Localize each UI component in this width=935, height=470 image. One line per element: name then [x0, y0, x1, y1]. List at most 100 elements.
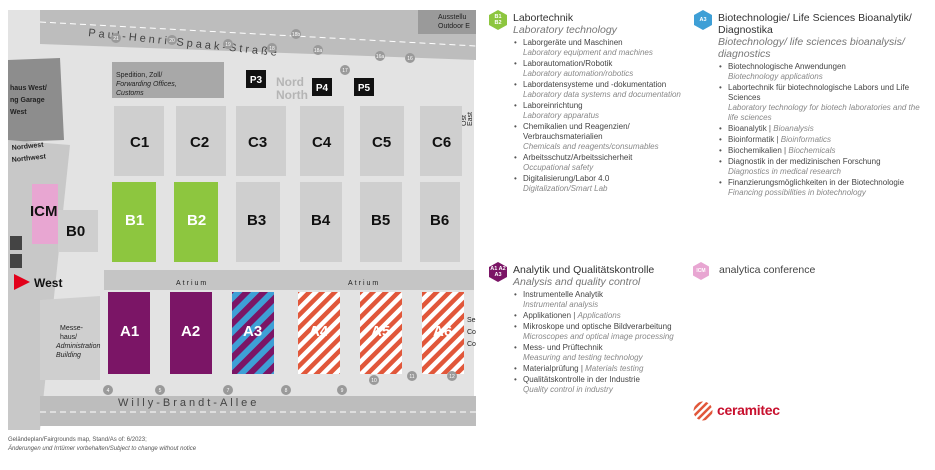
hall-c1-label: C1 — [130, 134, 149, 151]
hall-a4[interactable] — [298, 292, 340, 374]
list-item: Labortechnik für biotechnologische Labor… — [718, 83, 930, 123]
north-road — [40, 10, 476, 60]
hall-b3-label: B3 — [247, 212, 266, 229]
garage-label-2: ng Garage — [10, 97, 45, 104]
ceramitec-logo-text: ceramitec — [717, 402, 780, 418]
hall-b3[interactable] — [236, 182, 280, 262]
west-entrance-arrow — [14, 274, 30, 290]
svg-text:17: 17 — [342, 68, 348, 74]
south-road — [40, 396, 476, 426]
hall-c5-label: C5 — [372, 134, 391, 151]
svg-text:16a: 16a — [376, 54, 385, 60]
bio-title: Biotechnologie/ Life Sciences Bioanalyti… — [718, 12, 912, 36]
side-se-label-1: Se — [467, 317, 476, 324]
hall-a1[interactable] — [108, 292, 150, 374]
icm-building[interactable] — [32, 184, 58, 244]
list-item: Labordatensysteme und -dokumentationLabo… — [513, 80, 689, 100]
svg-text:18: 18 — [269, 46, 275, 52]
hall-c1[interactable] — [114, 106, 164, 176]
hall-c3[interactable] — [236, 106, 286, 176]
bus-icon — [10, 254, 22, 268]
list-item: Mikroskope und optische Bildverarbeitung… — [513, 322, 693, 342]
hall-a6-label: A6 — [433, 323, 452, 340]
hall-b1[interactable] — [112, 182, 156, 262]
footer-line-2: Änderungen und Irrtümer vorbehalten/Subj… — [8, 446, 197, 452]
nordwest-label-2: Northwest — [11, 153, 46, 164]
exhibition-outdoor-building — [418, 10, 476, 34]
hall-c5[interactable] — [360, 106, 404, 176]
svg-text:19: 19 — [225, 42, 231, 48]
svg-text:7: 7 — [227, 388, 230, 394]
ceramitec-logo-icon — [693, 401, 713, 421]
garage-label-1: haus West/ — [10, 85, 47, 92]
legend-ceramitec: ceramitec — [693, 400, 813, 422]
list-item: Chemikalien und Reagenzien/ Verbrauchsma… — [513, 122, 689, 152]
row-a-halls: A1 A2 A3 A4 A5 A6 — [108, 292, 464, 374]
hall-c2[interactable] — [176, 106, 226, 176]
atrium-walkway — [104, 270, 474, 290]
entrance-nord: Nord — [276, 75, 304, 89]
svg-text:4: 4 — [107, 388, 110, 394]
hall-b5-label: B5 — [371, 212, 390, 229]
garage-west — [8, 58, 64, 142]
hall-a2[interactable] — [170, 292, 212, 374]
parking-p3[interactable] — [246, 70, 266, 88]
svg-text:11: 11 — [409, 374, 414, 380]
conference-label: analytica conference — [719, 264, 816, 276]
hall-b5[interactable] — [360, 182, 402, 262]
fairgrounds-map: Paul-Henri-Spaak-Straße Ausstellu Outdoo… — [8, 10, 476, 430]
list-item: Bioanalytik | Bioanalysis — [718, 124, 930, 134]
icm-label: ICM — [30, 203, 58, 220]
svg-text:12: 12 — [449, 374, 455, 380]
outdoor-label-2: Outdoor E — [438, 23, 470, 30]
atrium-label-2: Atrium — [348, 280, 380, 287]
list-item: Arbeitsschutz/ArbeitssicherheitOccupatio… — [513, 153, 689, 173]
hall-a1-label: A1 — [120, 323, 139, 340]
parking-p3-label: P3 — [250, 75, 263, 86]
forwarding-label-2: Forwarding Offices, — [116, 81, 177, 88]
taxi-icon — [10, 236, 22, 250]
analytik-title-en: Analysis and quality control — [513, 276, 641, 288]
list-item: Applikationen | Applications — [513, 311, 693, 321]
hall-c4[interactable] — [300, 106, 344, 176]
list-item: Finanzierungsmöglichkeiten in der Biotec… — [718, 178, 930, 198]
hall-c6[interactable] — [420, 106, 462, 176]
map-footer: Geländeplan/Fairgrounds map, Stand/As of… — [8, 436, 196, 454]
hall-b4[interactable] — [300, 182, 342, 262]
hall-b2-label: B2 — [187, 212, 206, 229]
hall-a5[interactable] — [360, 292, 402, 374]
parking-p4[interactable] — [312, 78, 332, 96]
hall-b6[interactable] — [420, 182, 460, 262]
list-item: Materialprüfung | Materials testing — [513, 364, 693, 374]
svg-text:5: 5 — [159, 388, 162, 394]
svg-text:21: 21 — [113, 36, 119, 42]
messehaus-label-2: haus/ — [60, 334, 77, 341]
messehaus-label-1: Messe- — [60, 325, 84, 332]
hall-b0[interactable] — [58, 210, 98, 252]
svg-text:18a: 18a — [314, 48, 323, 54]
side-east-label-2: East — [467, 112, 474, 126]
forwarding-label-3: Customs — [116, 90, 144, 97]
parking-p5[interactable] — [354, 78, 374, 96]
list-item: Digitalisierung/Labor 4.0Digitalization/… — [513, 174, 689, 194]
list-item: Diagnostik in der medizinischen Forschun… — [718, 157, 930, 177]
hall-a4-label: A4 — [309, 323, 329, 340]
entrance-north: North — [276, 88, 308, 102]
hall-a3-label: A3 — [243, 323, 262, 340]
messehaus-label-3: Administration — [55, 343, 100, 350]
gate-markers-top: 21 20 19 18 18b 18a 17 16a 16 — [111, 29, 415, 75]
hall-b2[interactable] — [174, 182, 218, 262]
hall-b6-label: B6 — [430, 212, 449, 229]
outdoor-label-1: Ausstellu — [438, 14, 467, 21]
hall-a6[interactable] — [422, 292, 464, 374]
svg-text:9: 9 — [341, 388, 344, 394]
hall-a3[interactable] — [232, 292, 274, 374]
forwarding-offices — [112, 62, 224, 98]
